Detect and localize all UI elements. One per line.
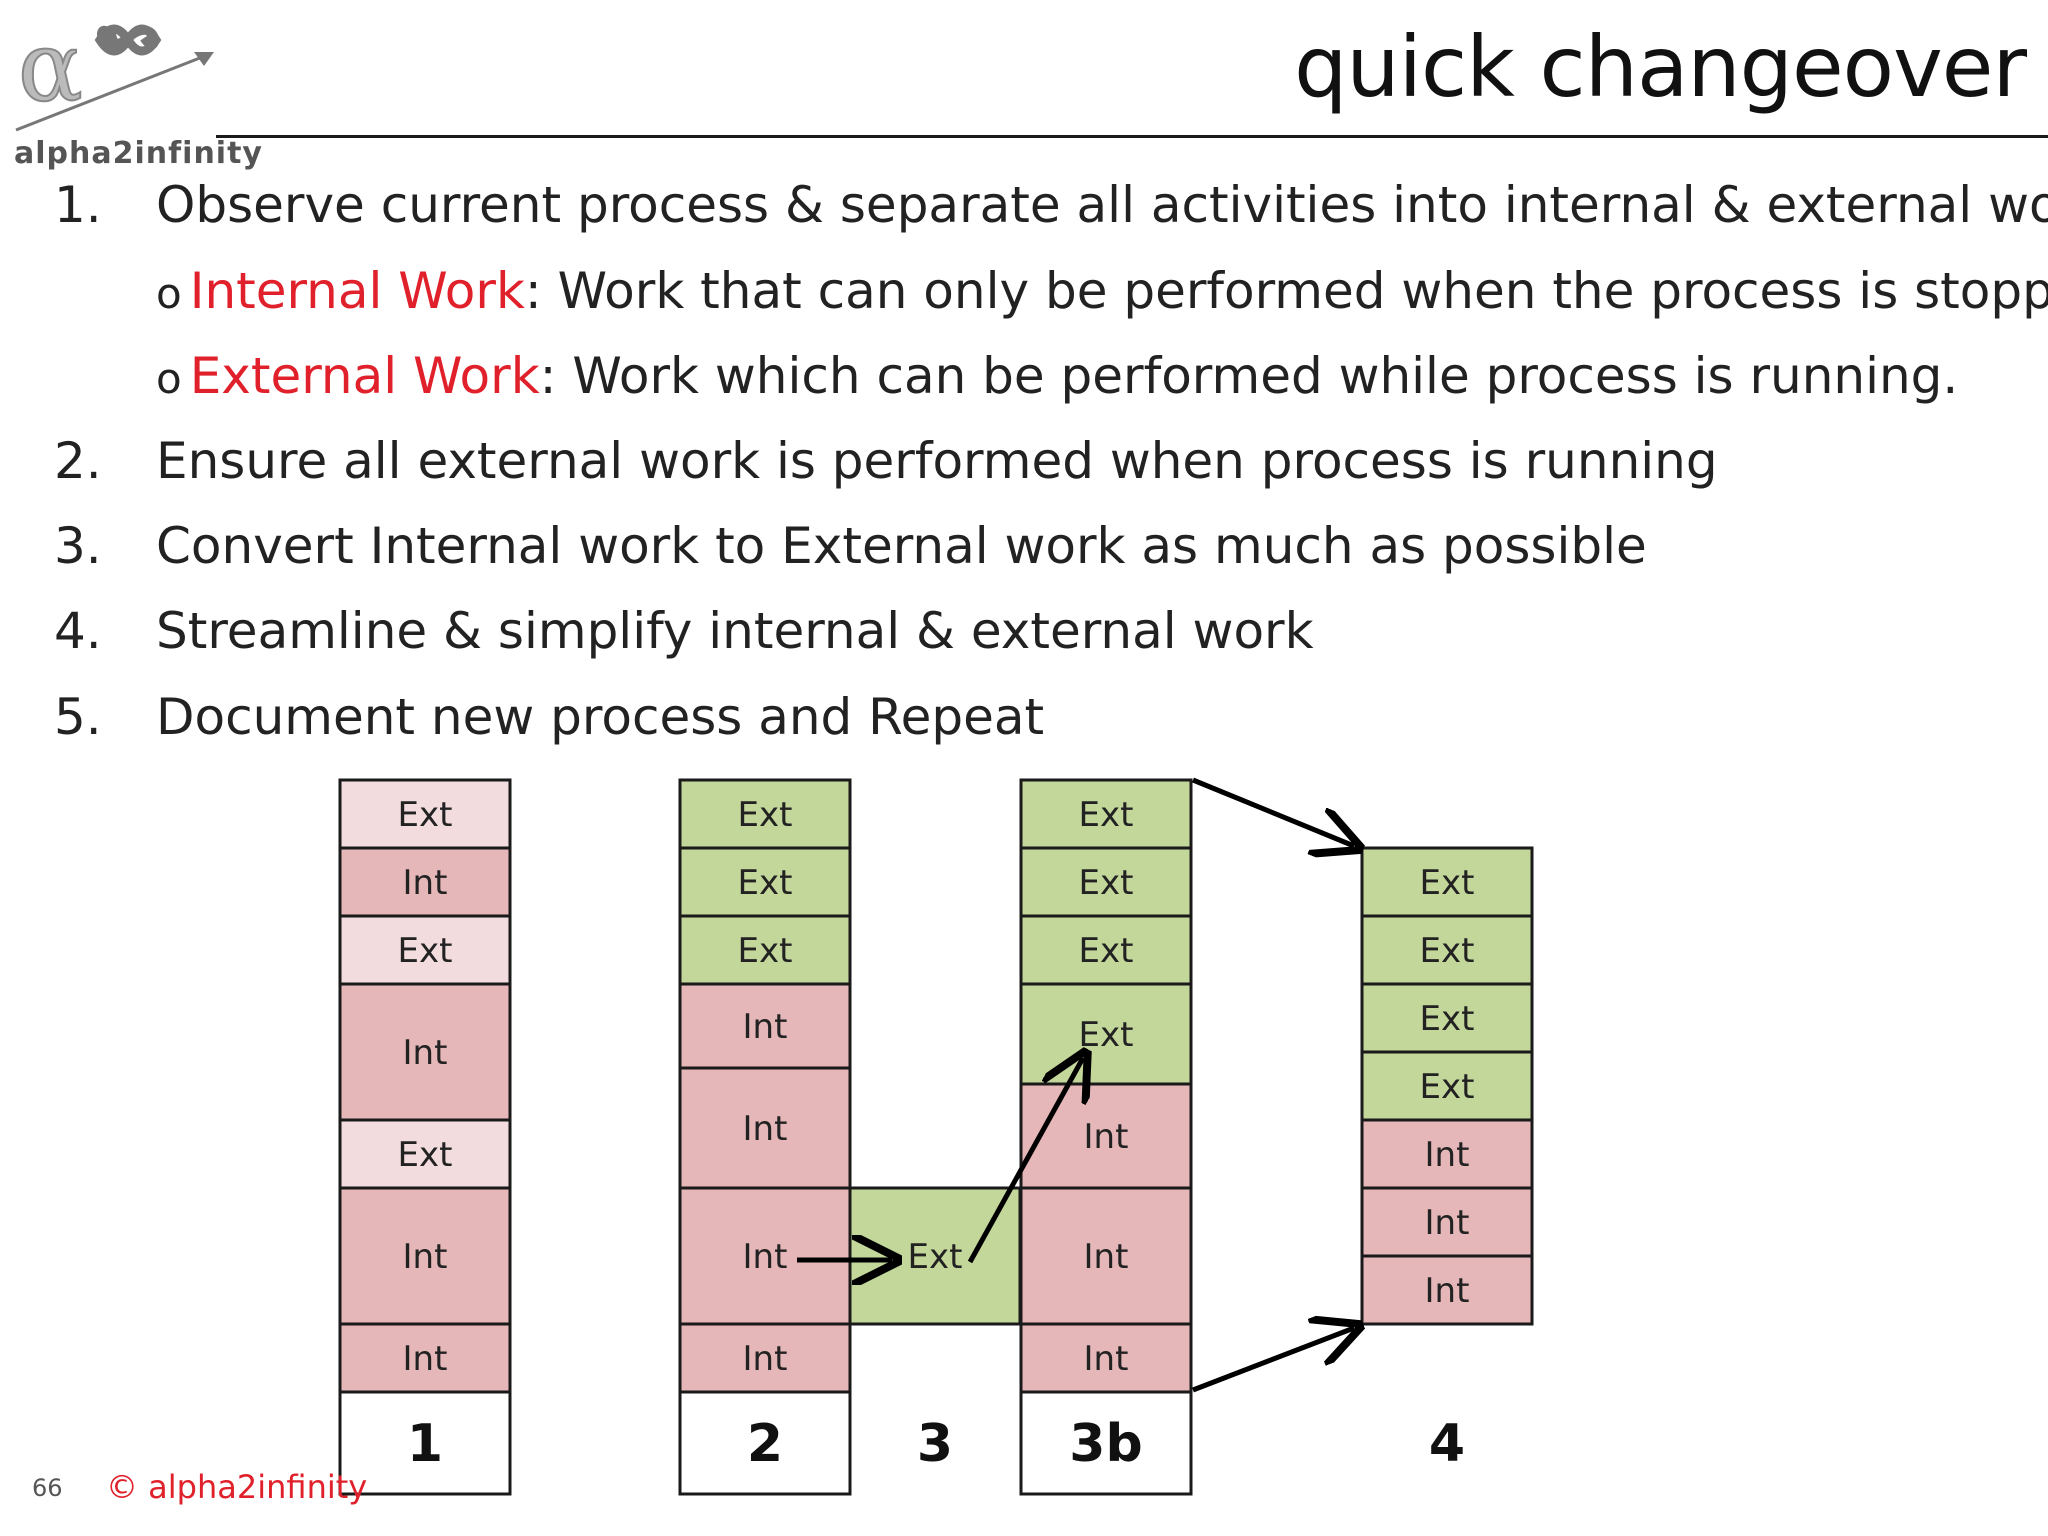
logo: α alpha2infinity <box>0 0 262 180</box>
bullet-circle-icon: o <box>156 269 182 318</box>
col4-cell-6-label: Int <box>1425 1203 1470 1243</box>
col2-cell-2: Ext <box>678 846 852 918</box>
col2-cell-7-label: Int <box>743 1339 788 1379</box>
arrow-3b-bottom-to-4 <box>1192 1328 1354 1393</box>
page-title: quick changeover <box>1294 18 2027 116</box>
step-1-number: 1. <box>54 176 102 234</box>
col3-cell-1: Ext <box>848 1186 1022 1326</box>
col3b-cell-6: Int <box>1019 1186 1193 1326</box>
col4-label-text: 4 <box>1429 1414 1465 1474</box>
col1-cell-2: Int <box>338 846 512 918</box>
alpha-infinity-logo-icon: α <box>15 10 214 132</box>
col1-cell-3-label: Ext <box>398 931 453 971</box>
col1-cell-6: Int <box>338 1186 512 1326</box>
col4-cell-3: Ext <box>1360 982 1534 1054</box>
step-4-text: Streamline & simplify internal & externa… <box>156 602 1314 660</box>
step-5-number: 5. <box>54 688 102 746</box>
col1-cell-3: Ext <box>338 914 512 986</box>
col3b-cell-3: Ext <box>1019 914 1193 986</box>
col2-label: 2 <box>678 1390 852 1496</box>
term-external-work: External Work <box>189 347 540 405</box>
col2-cell-4: Int <box>678 982 852 1070</box>
col4-cell-2-label: Ext <box>1420 931 1475 971</box>
col2-cell-1-label: Ext <box>738 795 793 835</box>
col1-cell-1-label: Ext <box>398 795 453 835</box>
col2-cell-6-label: Int <box>743 1237 788 1277</box>
col3b-cell-7: Int <box>1019 1322 1193 1394</box>
step-3-number: 3. <box>54 517 102 575</box>
copyright: © alpha2infinity <box>106 1468 368 1506</box>
col2-cell-3-label: Ext <box>738 931 793 971</box>
col2-cell-5: Int <box>678 1066 852 1190</box>
col2-cell-5-label: Int <box>743 1109 788 1149</box>
col3b-label-text: 3b <box>1069 1414 1142 1474</box>
definition-external-work: : Work which can be performed while proc… <box>539 347 1959 405</box>
col4-cell-6: Int <box>1360 1186 1534 1258</box>
col3b-cell-1: Ext <box>1019 778 1193 850</box>
col4-cell-5-label: Int <box>1425 1135 1470 1175</box>
col1-cell-7: Int <box>338 1322 512 1394</box>
col3b-cell-3-label: Ext <box>1079 931 1134 971</box>
col2-cell-3: Ext <box>678 914 852 986</box>
col2-label-text: 2 <box>747 1414 783 1474</box>
col1-cell-1: Ext <box>338 778 512 850</box>
col4-cell-4: Ext <box>1360 1050 1534 1122</box>
col1-cell-7-label: Int <box>403 1339 448 1379</box>
step-3-text: Convert Internal work to External work a… <box>156 517 1647 575</box>
step-2-text: Ensure all external work is performed wh… <box>156 432 1718 490</box>
col2-cell-2-label: Ext <box>738 863 793 903</box>
col1-label-text: 1 <box>407 1414 443 1474</box>
col3-label: 3 <box>917 1414 953 1474</box>
col4-cell-7: Int <box>1360 1254 1534 1326</box>
col4-cell-4-label: Ext <box>1420 1067 1475 1107</box>
col1-cell-2-label: Int <box>403 863 448 903</box>
col4-cell-2: Ext <box>1360 914 1534 986</box>
col3b-cell-1-label: Ext <box>1079 795 1134 835</box>
page-number: 66 <box>32 1474 63 1502</box>
col2-cell-4-label: Int <box>743 1007 788 1047</box>
col2-cell-1: Ext <box>678 778 852 850</box>
col3b-cell-5-label: Int <box>1084 1117 1129 1157</box>
col4-label: 4 <box>1429 1414 1465 1474</box>
title-rule <box>216 135 2048 138</box>
col3b-cell-4: Ext <box>1019 982 1193 1086</box>
col4-cell-1: Ext <box>1360 846 1534 918</box>
arrow-ext-to-3b <box>967 1058 1083 1264</box>
arrow-3b-top-to-4 <box>1192 777 1354 846</box>
col1-cell-4-label: Int <box>403 1033 448 1073</box>
logo-text: alpha2infinity <box>14 136 263 171</box>
bullet-circle-icon: o <box>156 354 182 403</box>
col4-cell-5: Int <box>1360 1118 1534 1190</box>
col3-cell-1-label: Ext <box>908 1237 963 1277</box>
step-1-text: Observe current process & separate all a… <box>156 176 2048 234</box>
col3b-cell-7-label: Int <box>1084 1339 1129 1379</box>
col3b-cell-2-label: Ext <box>1079 863 1134 903</box>
col2-cell-7: Int <box>678 1322 852 1394</box>
term-internal-work: Internal Work <box>189 262 525 320</box>
col1-cell-6-label: Int <box>403 1237 448 1277</box>
col3b-label: 3b <box>1019 1390 1193 1496</box>
col3-label-text: 3 <box>917 1414 953 1474</box>
col4-cell-1-label: Ext <box>1420 863 1475 903</box>
col3b-cell-2: Ext <box>1019 846 1193 918</box>
col4-cell-7-label: Int <box>1425 1271 1470 1311</box>
step-2-number: 2. <box>54 432 102 490</box>
col2-cell-6: Int <box>678 1186 852 1326</box>
col1-cell-5: Ext <box>338 1118 512 1190</box>
col4-cell-3-label: Ext <box>1420 999 1475 1039</box>
definition-internal-work: : Work that can only be performed when t… <box>524 262 2048 320</box>
col1-cell-5-label: Ext <box>398 1135 453 1175</box>
col3b-cell-6-label: Int <box>1084 1237 1129 1277</box>
col3b-cell-4-label: Ext <box>1079 1015 1134 1055</box>
step-5-text: Document new process and Repeat <box>156 688 1045 746</box>
col1-label: 1 <box>338 1390 512 1496</box>
step-4-number: 4. <box>54 602 102 660</box>
col1-cell-4: Int <box>338 982 512 1122</box>
col3b-cell-5: Int <box>1019 1082 1193 1190</box>
svg-text:α: α <box>18 11 83 123</box>
